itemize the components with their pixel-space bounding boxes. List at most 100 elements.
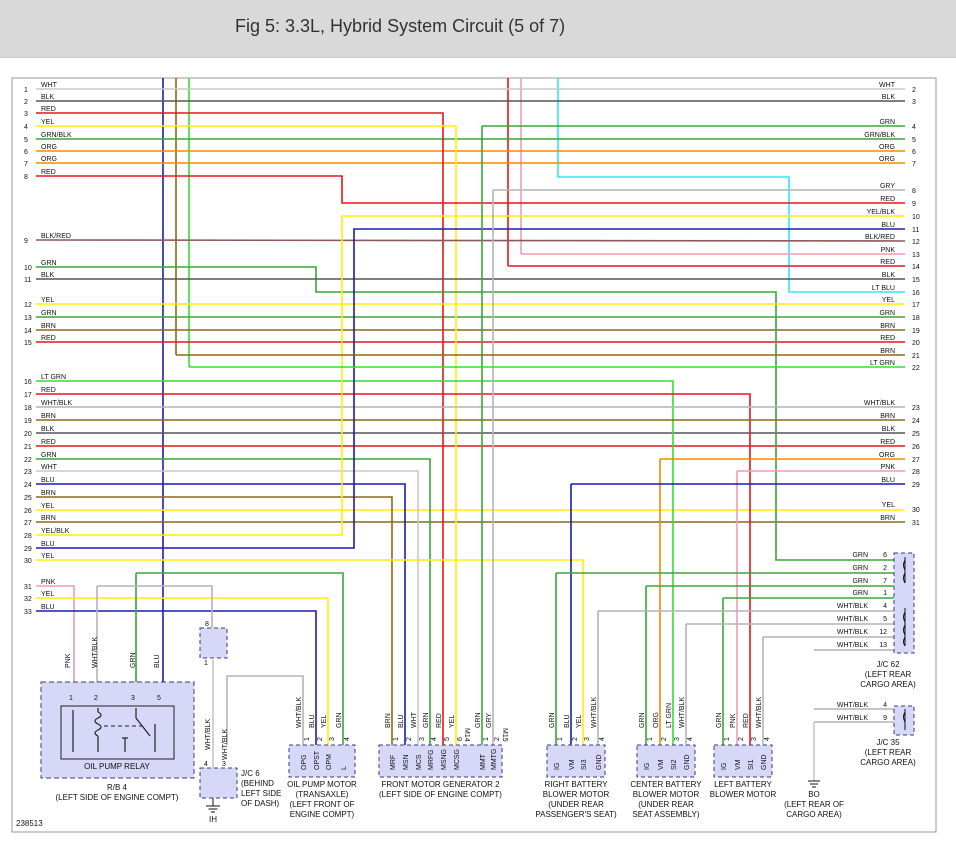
oil-pump-motor-wire-label: GRN (336, 712, 343, 728)
right-pin-number: 28 (912, 469, 920, 476)
right-pin-number: 30 (912, 507, 920, 514)
left-wire-label: ORG (41, 144, 57, 151)
right-battery-blower-terminal: SI3 (581, 759, 588, 770)
bo-ground: BO (LEFT REAR OF CARGO AREA) (784, 722, 844, 819)
oil-pump-motor-terminal: L (341, 766, 348, 770)
wire-labels: 1WHT2BLK3RED4YEL5GRN/BLK6ORG7ORG8RED9BLK… (24, 82, 920, 722)
jc62-wire-label: WHT/BLK (837, 603, 868, 610)
right-battery-blower-wire-label: GRN (549, 712, 556, 728)
jc35-pin-number: 9 (883, 715, 887, 722)
front-motor-generator-pin-number: 4 (431, 737, 438, 741)
left-pin-number: 3 (24, 111, 28, 118)
center-battery-blower-caption: SEAT ASSEMBLY) (632, 810, 699, 819)
right-pin-number: 29 (912, 482, 920, 489)
jc35-wire-label: WHT/BLK (837, 715, 868, 722)
left-battery-blower-pin-number: 1 (724, 737, 731, 741)
left-pin-number: 12 (24, 302, 32, 309)
left-pin-number: 16 (24, 379, 32, 386)
right-wire-label: BLU (881, 222, 895, 229)
right-pin-number: 2 (912, 87, 916, 94)
front-motor-generator-wire-label: BLU (398, 714, 405, 728)
front-motor-generator-pin-number: 6 (457, 737, 464, 741)
generator-connector-id: M15 (501, 728, 508, 742)
relay-pin-5: 5 (157, 695, 161, 702)
front-motor-generator-wire-label: BRN (385, 713, 392, 728)
center-battery-blower-terminal: GND (684, 754, 691, 770)
right-pin-number: 5 (912, 137, 916, 144)
jc62-pin-number: 7 (883, 578, 887, 585)
wire (36, 380, 674, 745)
right-pin-number: 21 (912, 353, 920, 360)
right-battery-blower-pin-number: 2 (572, 737, 579, 741)
front-motor-generator-pin-number: 1 (483, 737, 490, 741)
front-motor-generator-pin-number: 1 (393, 737, 400, 741)
right-battery-blower-wire-label: YEL (576, 715, 583, 728)
left-pin-number: 6 (24, 149, 28, 156)
jc6-wire-label: WHT/BLK (205, 719, 212, 750)
center-battery-blower-terminal: VM (658, 759, 665, 770)
right-wire-label: RED (880, 196, 895, 203)
front-motor-generator-caption: (LEFT SIDE OF ENGINE COMPT) (379, 790, 502, 799)
wire (36, 125, 457, 745)
right-wire-label: LT GRN (870, 360, 895, 367)
left-wire-label: RED (41, 335, 56, 342)
left-pin-number: 29 (24, 546, 32, 553)
left-wire-label: GRN/BLK (41, 132, 72, 139)
right-wire-label: ORG (879, 156, 895, 163)
jc6-connector: IH 8 1 4 3 WHT/BLK WHT/BLK J/C 6 (BEHIND… (199, 621, 281, 824)
right-wire-label: BLK (882, 272, 896, 279)
jc6-location: OF DASH) (241, 799, 280, 808)
right-wire-label: PNK (881, 464, 896, 471)
left-pin-number: 24 (24, 482, 32, 489)
front-motor-generator-pin-number: 2 (494, 737, 501, 741)
jc6-wire-label: WHT/BLK (222, 729, 229, 760)
right-wire-label: GRN (879, 310, 895, 317)
relay-coil-icon (72, 708, 102, 752)
jc62-pin-number: 6 (883, 552, 887, 559)
right-wire-label: YEL (882, 297, 895, 304)
left-wire-label: BRN (41, 323, 56, 330)
front-motor-generator-terminal: MMT (480, 753, 487, 770)
right-battery-blower-terminal: GND (596, 754, 603, 770)
right-pin-number: 8 (912, 188, 916, 195)
ground-icon (206, 805, 220, 813)
oil-pump-motor-caption: (LEFT FRONT OF (289, 800, 354, 809)
right-wire-label: BLK (882, 426, 896, 433)
right-pin-number: 22 (912, 365, 920, 372)
relay-name: OIL PUMP RELAY (84, 762, 150, 771)
left-pin-number: 15 (24, 340, 32, 347)
oil-pump-motor-pin-number: 4 (344, 737, 351, 741)
left-wire-label: BLU (41, 477, 55, 484)
page-title: Fig 5: 3.3L, Hybrid System Circuit (5 of… (235, 16, 566, 36)
right-pin-number: 24 (912, 418, 920, 425)
jc62-wire-label: GRN (852, 552, 868, 559)
right-wire-label: BRN (880, 348, 895, 355)
left-wire-label: BLK (41, 272, 55, 279)
left-battery-blower-pin-number: 3 (751, 737, 758, 741)
wire (36, 458, 431, 745)
left-battery-blower-caption: BLOWER MOTOR (710, 790, 777, 799)
right-wire-label: RED (880, 259, 895, 266)
center-battery-blower-pin-number: 1 (647, 737, 654, 741)
front-motor-generator-terminal: MRFG (428, 749, 435, 770)
rb4-box (40, 681, 195, 779)
right-battery-blower-caption: RIGHT BATTERY (544, 780, 608, 789)
right-pin-number: 9 (912, 201, 916, 208)
left-pin-number: 33 (24, 609, 32, 616)
jc6-pin: 1 (204, 660, 208, 667)
oil-pump-motor-pin-number: 1 (304, 737, 311, 741)
right-wire-label: ORG (879, 144, 895, 151)
left-pin-number: 30 (24, 558, 32, 565)
left-wire-label: YEL (41, 297, 54, 304)
jc62-name: J/C 62 (876, 660, 900, 669)
front-motor-generator-box (378, 744, 503, 778)
right-pin-number: 11 (912, 227, 919, 234)
jc62-pin-number: 13 (879, 642, 887, 649)
front-motor-generator-wire-label: WHT (411, 711, 418, 728)
right-wire-label: WHT/BLK (864, 400, 895, 407)
oil-pump-motor-terminal: OPG (301, 754, 308, 770)
right-pin-number: 20 (912, 340, 920, 347)
left-pin-number: 17 (24, 392, 32, 399)
jc6-location: LEFT SIDE (241, 789, 281, 798)
